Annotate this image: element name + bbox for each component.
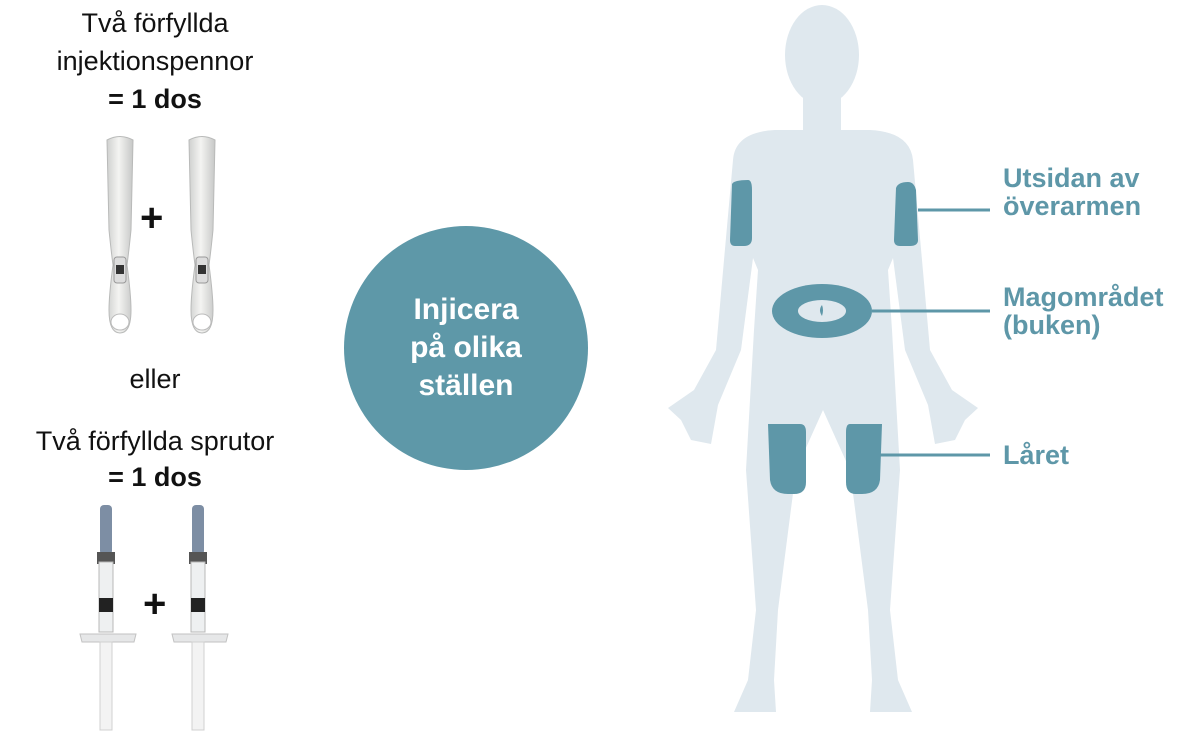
inject-different-sites-badge: Injicera på olika ställen [344,226,588,470]
or-text: eller [0,360,310,398]
human-body-diagram [660,0,990,732]
syringes-plus-sign: + [143,584,166,624]
thigh-site-left [768,424,806,494]
injection-pen-icon [177,135,227,335]
pens-plus-sign: + [140,198,163,238]
injection-pen-icon [95,135,145,335]
inject-different-sites-text: Injicera på olika ställen [410,291,522,405]
site-label-abdomen: Magområdet (buken) [1003,283,1164,339]
pens-title: Två förfyllda injektionspennor [0,4,310,80]
syringes-title: Två förfyllda sprutor [0,422,310,460]
syringe-icon [78,500,138,732]
upper-arm-site-right [894,182,918,246]
body-silhouette [668,5,978,712]
site-label-thigh: Låret [1003,441,1069,469]
upper-arm-site-left [730,180,752,246]
syringes-dose-label: = 1 dos [0,458,310,496]
syringe-icon [170,500,230,732]
thigh-site-right [846,424,882,494]
pens-dose-label: = 1 dos [0,80,310,118]
site-label-upper-arm: Utsidan av överarmen [1003,164,1141,220]
